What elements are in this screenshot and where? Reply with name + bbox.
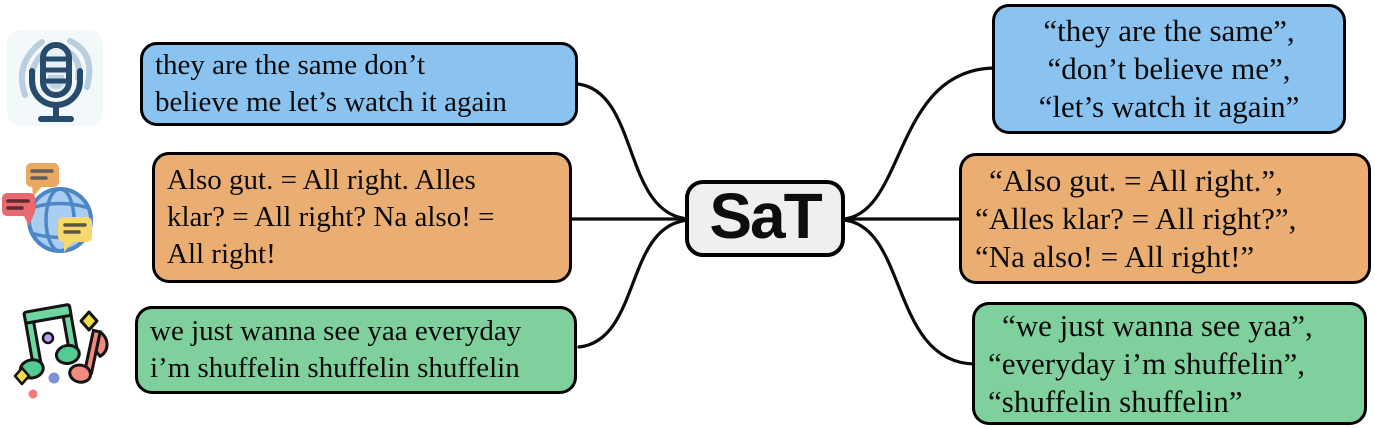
microphone-icon <box>7 30 103 126</box>
output-box-speech: “they are the same”, “don’t believe me”,… <box>992 4 1346 134</box>
sat-model-label: SaT <box>709 180 822 252</box>
translation-globe-icon <box>2 163 93 253</box>
output-segment-line: “shuffelin shuffelin” <box>988 383 1243 419</box>
output-segment-line: “Na also! = All right!” <box>975 238 1255 274</box>
output-segment-line: “they are the same”, <box>1043 13 1295 48</box>
output-box-translation: “Also gut. = All right.”, “Alles klar? =… <box>959 153 1371 284</box>
output-segment-line: “everyday i’m shuffelin”, <box>988 345 1306 381</box>
connector-lyrics-input <box>577 218 692 349</box>
input-box-speech: they are the same don’t believe me let’s… <box>140 42 578 126</box>
connector-speech-output <box>841 66 996 221</box>
input-text-line: Also gut. = All right. Alles <box>167 164 476 196</box>
input-text-line: All right! <box>167 238 276 270</box>
music-notes-icon <box>13 303 109 399</box>
sat-model-node: SaT <box>685 180 845 257</box>
input-box-translation: Also gut. = All right. Alles klar? = All… <box>152 152 572 283</box>
input-text-line: i’m shuffelin shuffelin shuffelin <box>150 352 520 384</box>
input-text-line: believe me let’s watch it again <box>155 86 507 118</box>
output-segment-line: “let’s watch it again” <box>1038 89 1300 124</box>
input-text-line: klar? = All right? Na also! = <box>167 201 495 233</box>
input-text-line: we just wanna see yaa everyday <box>150 315 522 347</box>
output-segment-line: “we just wanna see yaa”, <box>1002 307 1313 343</box>
output-segment-line: “Alles klar? = All right?”, <box>975 200 1297 236</box>
connector-lyrics-output <box>841 218 977 366</box>
input-text-line: they are the same don’t <box>155 49 426 81</box>
input-box-lyrics: we just wanna see yaa everyday i’m shuff… <box>135 306 577 394</box>
output-box-lyrics: “we just wanna see yaa”, “everyday i’m s… <box>972 302 1367 425</box>
connector-speech-input <box>576 82 692 221</box>
output-segment-line: “don’t believe me”, <box>1047 51 1291 86</box>
output-segment-line: “Also gut. = All right.”, <box>989 162 1283 198</box>
